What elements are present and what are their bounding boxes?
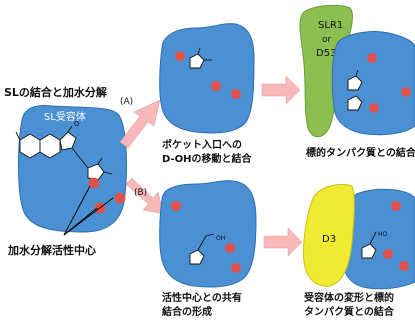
ligand-molecule-icon [189,233,215,265]
receptor-top-middle [159,23,255,134]
catalytic-site [383,249,393,259]
ligand-molecule-icon [189,47,212,69]
catalytic-site [369,103,379,113]
oh-label: OH [216,235,225,242]
catalytic-site [401,87,411,97]
target-protein-a [299,4,353,138]
partner-a-line2: or [322,35,332,45]
catalytic-site [231,263,241,273]
catalytic-site [88,177,100,189]
ligand-molecule-icon [361,231,377,259]
partner-b-label: D3 [322,234,336,245]
partner-a-line3: D53 [316,48,336,59]
branch-a-label: (A) [120,97,133,107]
caption-b-line1: 活性中心との共有 [162,291,242,304]
caption-b-line2: 結合の形成 [162,305,212,318]
caption-a-target: 標的タンパク質との結合 [306,146,415,159]
catalytic-label: 加水分解活性中心 [7,243,96,257]
ligand-molecule-icon [347,69,363,111]
branch-b-label: (B) [134,188,147,198]
branch-arrow-b [125,177,165,215]
catalytic-pointer-lines [63,185,114,236]
sl-o-label: O [74,120,80,128]
caption-b-target-line1: 受容体の変形と標的 [304,291,394,304]
caption-b-target-line2: タンパク質との結合 [304,305,395,318]
catalytic-site [231,89,241,99]
arrow-a-to-target [261,75,301,105]
catalytic-site [399,261,409,271]
catalytic-site [225,243,235,253]
target-protein-b [303,183,355,287]
caption-a-line2: D-OHの移動と結合 [162,152,253,165]
catalytic-site [171,201,181,211]
receptor-top-right [331,31,415,136]
ho-label: HO [378,231,388,238]
partner-a-line1: SLR1 [318,20,343,31]
receptor-bottom-middle [159,180,257,288]
title-text: SLの結合と加水分解 [4,85,107,99]
branch-arrow-a [119,99,161,149]
catalytic-site [367,53,377,63]
catalytic-site [391,201,401,211]
catalytic-site [175,51,185,61]
catalytic-site [114,192,126,204]
receptor-left [18,105,127,233]
sl-molecule-icon [15,125,113,181]
arrow-b-to-target [263,227,303,257]
caption-a-line1: ポケット入口への [162,138,242,151]
receptor-label: SL受容体 [44,110,86,123]
catalytic-site [211,81,221,91]
